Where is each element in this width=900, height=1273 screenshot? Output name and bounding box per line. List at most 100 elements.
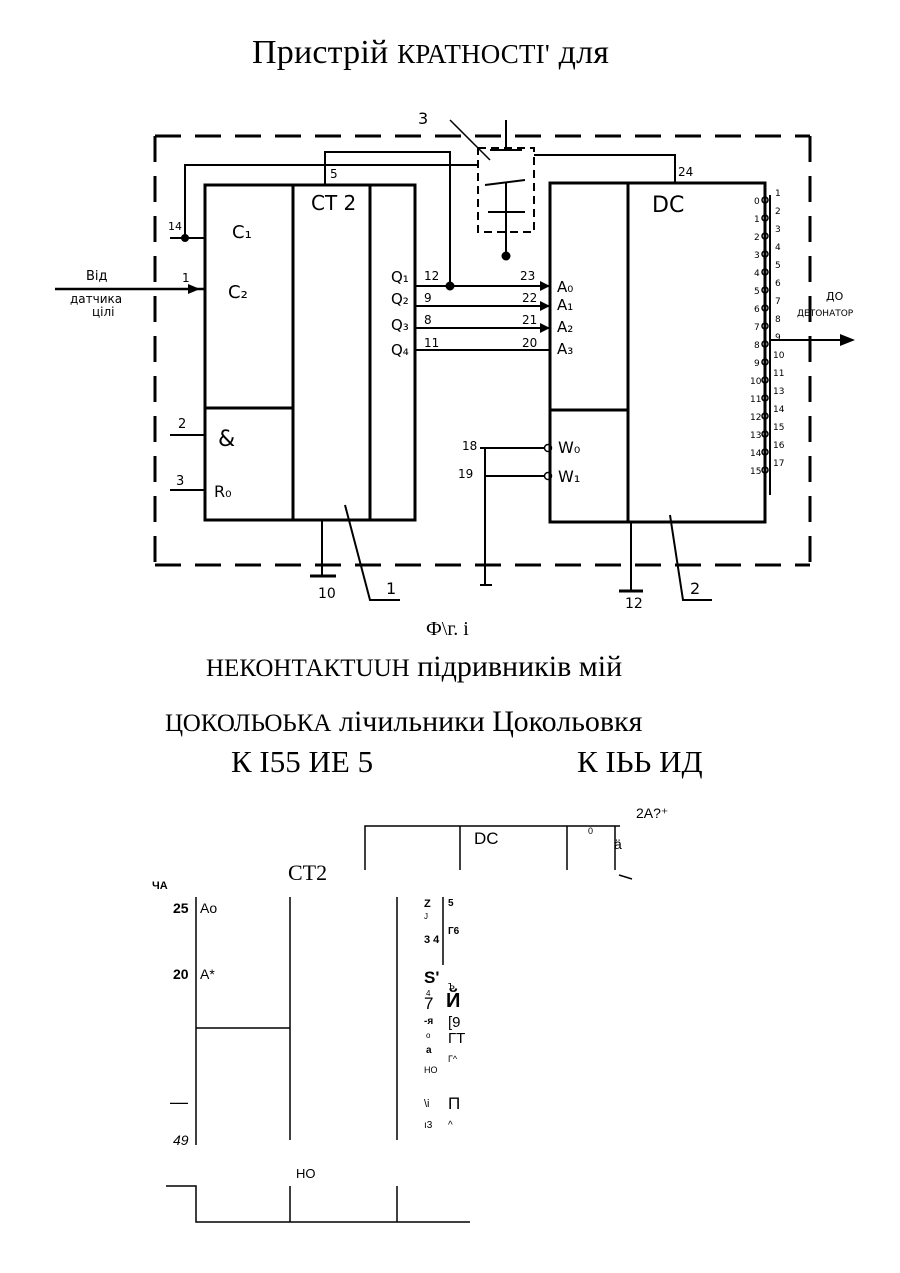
lower-num-49: 49 [173,1132,189,1148]
svg-text:1: 1 [775,189,781,199]
pin-q2: 9 [424,291,432,305]
input-a2: A₂ [557,318,573,336]
svg-text:13: 13 [773,387,784,397]
output-q3: Q₃ [391,316,409,334]
counter-label: СТ 2 [311,191,356,215]
decoder-label: DC [652,193,684,218]
output-q2: Q₂ [391,290,409,308]
lower-col-b-0: 5 [448,898,454,909]
lower-row2-num: 20 [173,966,189,982]
strobe-w0: W₀ [558,438,580,457]
svg-text:3: 3 [754,251,760,261]
decoder-chip-dc [550,183,765,522]
svg-text:16: 16 [773,441,785,451]
switch-block [450,120,534,256]
chip-decoder-name: К ІЬЬ ИД [577,744,703,780]
pin-top-counter: 5 [330,167,338,181]
pin-14: 14 [168,220,182,233]
lower-col-b-6: Г^ [448,1054,457,1064]
pin-1: 1 [182,271,190,285]
junction-dot [502,252,510,260]
svg-text:8: 8 [775,315,781,325]
lower-ho-bottom: НО [296,1166,316,1181]
block-1-label: 1 [386,579,396,598]
pin-w0: 18 [462,439,477,453]
svg-text:9: 9 [775,333,781,343]
pin-2: 2 [178,417,186,432]
input-and: & [218,427,235,452]
lower-row1-name: Ao [200,900,217,916]
lower-col-a-9: НО [424,1065,438,1075]
lower-col-b-3: Й [446,990,460,1013]
lower-ct-label: CT2 [288,860,327,886]
lower-dc-label: DC [474,829,499,849]
svg-text:4: 4 [754,269,760,279]
block-3-label: 3 [418,109,428,128]
input-c1: C₁ [232,222,252,243]
decoder-output-indices: 0 1 2 3 4 5 6 7 8 9 10 11 12 13 14 15 [750,197,762,477]
svg-text:2: 2 [775,207,781,217]
pin-q3: 8 [424,313,432,327]
subtitle-line-2: ЦОКОЛЬОЬКА лічильники Цокольовкя [165,705,642,739]
input-reset: R₀ [214,482,232,501]
lower-col-a-7: о [426,1031,430,1040]
svg-text:5: 5 [754,287,760,297]
lower-col-a-10: \i [424,1098,430,1110]
lower-col-a-11: ı3 [424,1120,432,1131]
svg-text:3: 3 [775,225,781,235]
figure-caption: Ф\г. і [426,618,469,641]
svg-text:7: 7 [754,323,760,333]
svg-text:15: 15 [750,467,761,477]
input-c2: C₂ [228,282,248,303]
lower-row1-num: 25 [173,900,189,916]
svg-text:17: 17 [773,459,784,469]
block-2-label: 2 [690,579,700,598]
pin-3: 3 [176,474,184,489]
svg-text:5: 5 [775,261,781,271]
output-q4: Q₄ [391,341,409,359]
subtitle-line-1: НЕКОНТАКТUUН підривників мій [206,650,622,684]
pin-a3: 20 [522,336,537,350]
lower-col-a-6: -я [424,1016,433,1027]
input-a3: A₃ [557,340,573,358]
lower-col-b-8: ^ [448,1120,453,1131]
strobe-w1: W₁ [558,467,580,486]
svg-text:4: 4 [775,243,781,253]
input-a0: A₀ [557,278,573,296]
svg-text:11: 11 [773,369,784,379]
svg-text:12: 12 [750,413,761,423]
pin-a2: 21 [522,313,537,327]
svg-text:14: 14 [773,405,785,415]
svg-text:15: 15 [773,423,784,433]
pin-gnd-decoder: 12 [625,596,643,612]
svg-text:6: 6 [775,279,781,289]
lower-col-b-4: [9 [448,1014,461,1031]
pin-w1: 19 [458,467,473,481]
lower-col-a-0: Z [424,898,431,910]
chip-counter-name: К І55 ИЕ 5 [231,744,373,780]
lower-col-b-7: П [448,1094,460,1114]
pin-q1: 12 [424,269,439,283]
lower-row2-name: A* [200,966,215,982]
input-label-line1: Від [86,269,108,284]
pin-top-decoder: 24 [678,165,693,179]
pin-a1: 22 [522,291,537,305]
input-label-line2: датчика [70,292,122,306]
lower-col-b-5: ГТ [448,1030,465,1047]
svg-text:7: 7 [775,297,781,307]
lower-col-a-8: a [426,1045,432,1056]
output-label-line2: ДЕТОНАТОР [797,309,854,319]
svg-text:10: 10 [773,351,785,361]
lower-ch-label: ЧА [152,880,168,892]
lower-tiny-a: ä [614,836,622,852]
input-label-line3: цілі [92,305,115,319]
output-label-line1: ДО [826,290,844,303]
svg-text:10: 10 [750,377,762,387]
lower-col-a-1: J [424,912,428,921]
lower-col-b-1: Г6 [448,926,459,937]
lower-dash: — [170,1092,188,1113]
pin-q4: 11 [424,336,439,350]
svg-text:11: 11 [750,395,761,405]
svg-text:9: 9 [754,359,760,369]
svg-text:14: 14 [750,449,762,459]
